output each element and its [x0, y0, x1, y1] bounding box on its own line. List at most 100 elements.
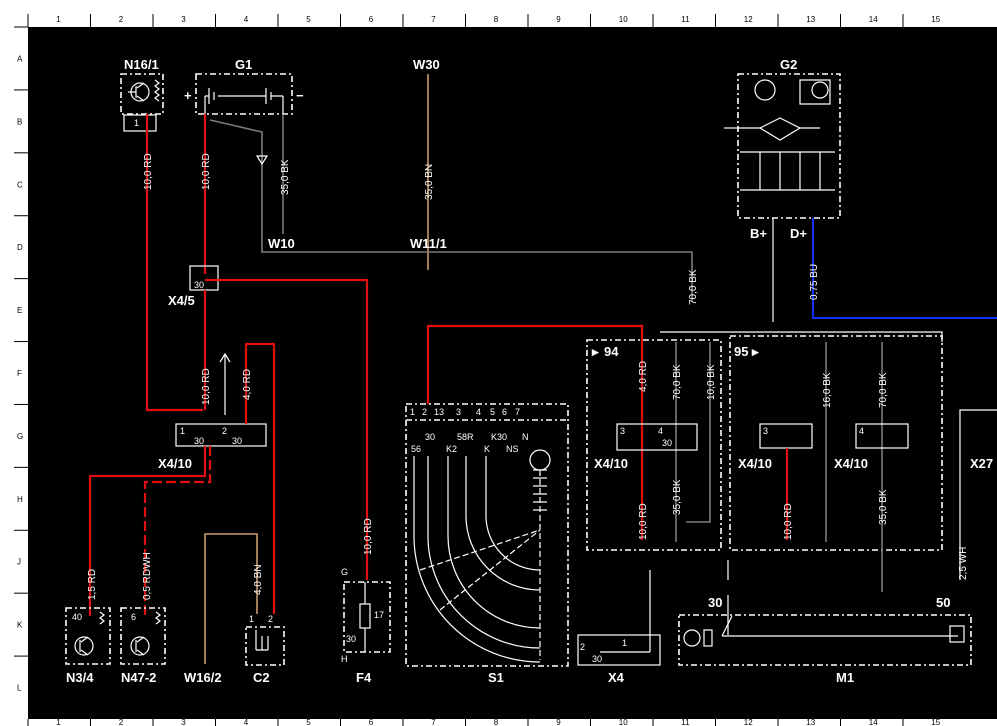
grid-col-label: 15: [931, 15, 940, 24]
g1-minus: −: [296, 88, 304, 103]
wire-s1-to-94: [426, 324, 644, 404]
w11-1-label: W11/1: [410, 236, 447, 251]
grid-row-label: J: [17, 558, 21, 567]
wire-label: 0,5 RDWH: [142, 552, 153, 600]
component-x4-10-left[interactable]: 1 2 30 30 X4/10: [158, 423, 267, 471]
grid-col-label: 7: [431, 718, 436, 726]
grid-col-label: 5: [306, 15, 311, 24]
wire-ground-bk: [209, 119, 693, 302]
f4-box: [343, 581, 391, 653]
component-m1[interactable]: 30 50 M1: [678, 595, 972, 685]
transistor-icon: [74, 636, 94, 656]
n16-1-pin: 1: [134, 118, 139, 128]
d-plus-label: D+: [790, 226, 807, 241]
component-g1[interactable]: G1 + −: [184, 57, 304, 115]
c2-label: C2: [253, 670, 270, 685]
wire-label: 35,0 BK: [280, 159, 291, 195]
x4-10-94-box: [616, 423, 698, 451]
pin-label: 3: [763, 426, 768, 436]
n47-2-label: N47-2: [121, 670, 156, 685]
component-n3-4[interactable]: 40 N3/4: [65, 607, 111, 685]
grid-col-label: 10: [619, 718, 628, 726]
x4-10-95a-label: X4/10: [738, 456, 772, 471]
wire-label: 10,0 BK: [706, 364, 717, 400]
grid-col-label: 1: [56, 15, 61, 24]
component-s1[interactable]: 1 2 13 3 4 5 6 7 30 58R K30 N 56 K2 K NS…: [405, 403, 569, 685]
grid-col-label: 14: [869, 718, 878, 726]
x4-10-box: [175, 423, 267, 447]
component-c2[interactable]: 1 2 C2: [245, 614, 285, 685]
n3-4-box: [65, 607, 111, 665]
wire-to-n3-4: [88, 446, 207, 616]
battery-icon: [205, 88, 283, 104]
pin-label: 30: [194, 280, 204, 290]
component-g2[interactable]: G2 B+ D+: [724, 57, 841, 241]
grid-col-label: 4: [244, 15, 249, 24]
grid-col-label: 1: [56, 718, 61, 726]
grid-col-label: 2: [119, 718, 124, 726]
grid-col-label: 4: [244, 718, 249, 726]
grid-col-label: 3: [181, 15, 186, 24]
component-n16-1[interactable]: N16/1 1: [120, 57, 164, 132]
x27-label: X27: [970, 456, 993, 471]
terminal-label: G: [341, 567, 348, 577]
grid-row-label: A: [17, 54, 23, 63]
column-labels: 1122334455667788991010111112121313141415…: [27, 14, 941, 726]
grid-row-label: C: [17, 180, 23, 189]
pin-label: 1: [249, 614, 254, 624]
section-94-box: [586, 339, 722, 551]
component-x4[interactable]: 2 1 30 X4: [577, 570, 661, 685]
wire-x45-to-f4: [205, 278, 369, 580]
regulator-icon: [811, 81, 829, 99]
component-w30[interactable]: W30 35,0 BN W11/1: [410, 57, 447, 270]
wire-label: 70,0 BK: [878, 372, 889, 408]
component-f4[interactable]: G H 17 30 F4: [341, 567, 391, 685]
wire-label: 10,0 RD: [638, 503, 649, 540]
pin-label: 4: [658, 426, 663, 436]
section-95-arrow: ▸: [751, 344, 760, 359]
drawing-area: [28, 27, 997, 719]
x4-label: X4: [608, 670, 625, 685]
wire-d-plus-bu: [812, 218, 997, 319]
pin-label: 1: [180, 426, 185, 436]
grid-col-label: 10: [619, 15, 628, 24]
component-x4-5[interactable]: 30 X4/5: [168, 265, 219, 308]
pin-label: 7: [515, 407, 520, 417]
n16-1-label: N16/1: [124, 57, 159, 72]
wire-label: 35,0 BN: [424, 164, 435, 200]
pin-label: 5: [490, 407, 495, 417]
g2-box: [737, 73, 841, 219]
g1-plus: +: [184, 88, 192, 103]
m1-terminal-30: 30: [708, 595, 722, 610]
wire-label: 10,0 RD: [783, 503, 794, 540]
m1-box: [678, 614, 972, 666]
b-plus-label: B+: [750, 226, 767, 241]
section-95[interactable]: 95 ▸ 16,0 BK 70,0 BK 3 10,0 RD X4/10 4 X…: [729, 335, 943, 592]
grid-row-label: L: [17, 684, 22, 693]
grid-col-label: 13: [806, 15, 815, 24]
component-n47-2[interactable]: 6 N47-2: [120, 607, 166, 685]
section-94[interactable]: ▸ 94 4,0 RD 70,0 BK 10,0 BK 3 4 30 X4/10…: [586, 339, 722, 551]
pin-label: 3: [620, 426, 625, 436]
f4-label: F4: [356, 670, 372, 685]
c2-box: [245, 626, 285, 666]
wire-label: 4,0 RD: [638, 361, 649, 392]
x4-10-94-label: X4/10: [594, 456, 628, 471]
pin-label: 1: [410, 407, 415, 417]
grid-col-label: 9: [556, 718, 561, 726]
wire-label: 1,5 RD: [87, 569, 98, 600]
pin-label: 13: [434, 407, 444, 417]
wire-label: 0,75 BU: [809, 264, 820, 300]
stator-icon: [740, 117, 820, 141]
grid-row-label: K: [17, 621, 23, 630]
wire-label: 10,0 RD: [143, 153, 154, 190]
wire-label: 10,0 RD: [363, 518, 374, 555]
wire-x410-to-c2: [244, 342, 276, 614]
pin-label: 30: [662, 438, 672, 448]
pin-label: 4: [476, 407, 481, 417]
wire-w16-2: [204, 533, 258, 664]
pin-label: 6: [502, 407, 507, 417]
g1-label: G1: [235, 57, 252, 72]
n47-2-box: [120, 607, 166, 665]
